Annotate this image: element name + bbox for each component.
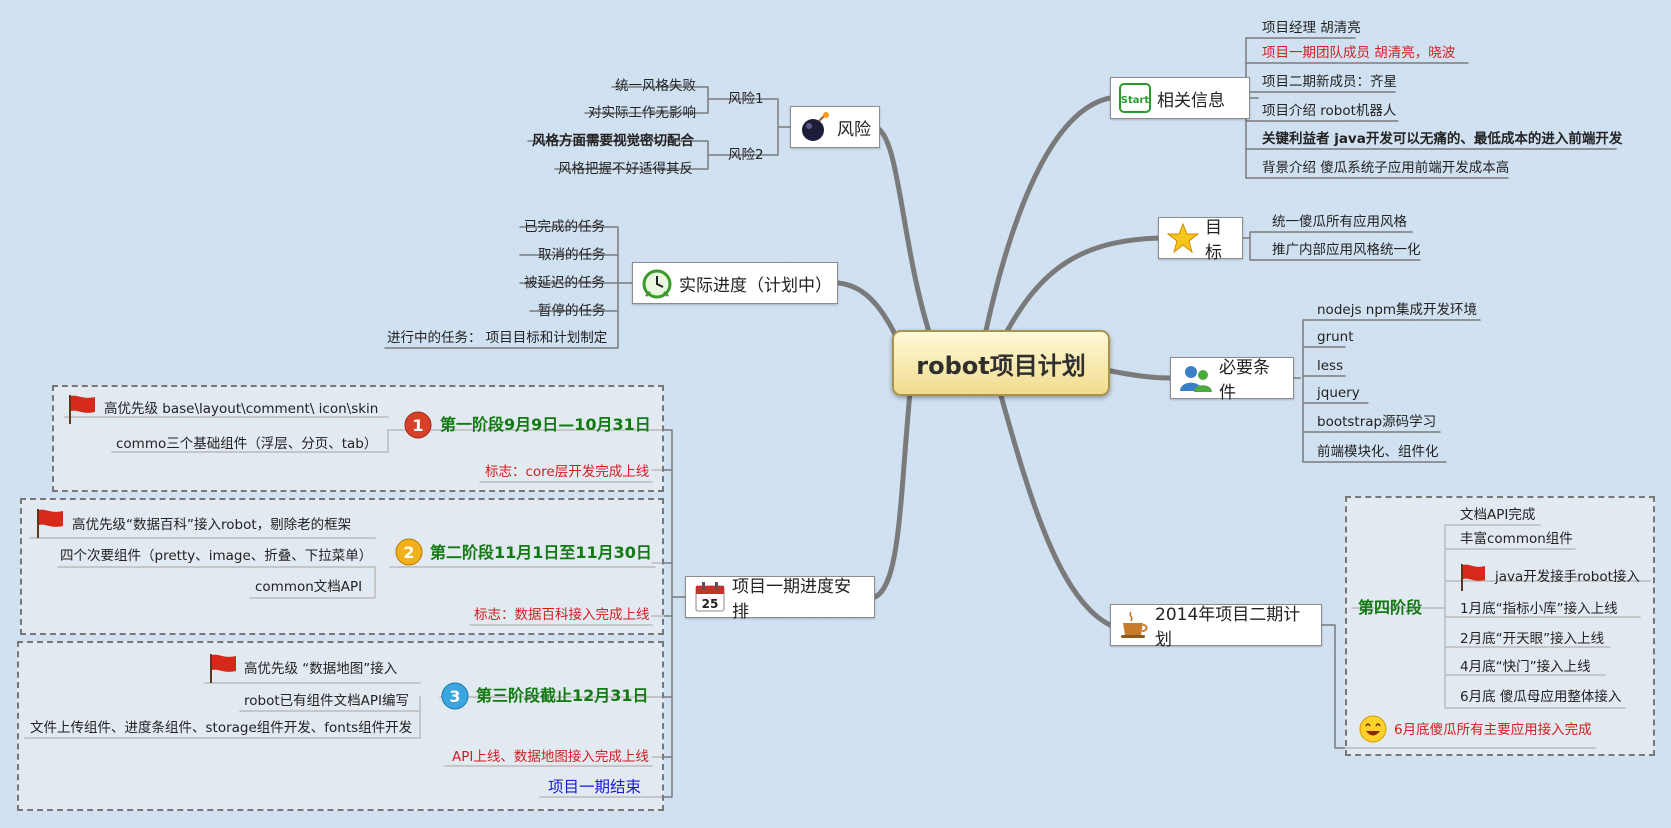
stage-end: 项目一期结束 <box>548 778 642 796</box>
topic-label: 相关信息 <box>1157 90 1225 111</box>
smiley-icon <box>1359 715 1387 743</box>
risk-item: 对实际工作无影响 <box>588 105 696 121</box>
stage2-item: common文档API <box>255 579 363 595</box>
prereq-item: nodejs npm集成开发环境 <box>1317 302 1478 318</box>
stage3-item: 高优先级 “数据地图”接入 <box>244 661 398 677</box>
topic-progress[interactable]: 实际进度（计划中） <box>632 262 838 304</box>
flag-icon <box>1461 564 1485 591</box>
stage2-item: 高优先级“数据百科”接入robot，剔除老的框架 <box>72 517 352 533</box>
stage1-mark: 标志：core层开发完成上线 <box>485 464 650 480</box>
risk-item: 风格方面需要视觉密切配合 <box>532 133 694 149</box>
plan2014-item: 丰富common组件 <box>1460 531 1573 547</box>
progress-item: 暂停的任务 <box>538 303 606 319</box>
svg-text:Start: Start <box>1121 95 1150 106</box>
stage2-title: 第二阶段11月1日至11月30日 <box>430 543 652 562</box>
topic-label: 实际进度（计划中） <box>679 275 832 296</box>
flag-icon <box>69 395 95 424</box>
topic-prerequisites[interactable]: 必要条件 <box>1170 357 1294 403</box>
stage4-title: 第四阶段 <box>1358 598 1423 617</box>
coffee-icon <box>1121 611 1148 638</box>
goal-item: 统一傻瓜所有应用风格 <box>1272 214 1407 230</box>
related-item: 项目介绍 robot机器人 <box>1262 103 1397 119</box>
flag-icon <box>37 509 63 538</box>
stage3-item: 文件上传组件、进度条组件、storage组件开发、fonts组件开发 <box>30 720 413 736</box>
topic-label: 必要条件 <box>1219 358 1270 403</box>
star-icon <box>1167 222 1199 254</box>
stage4-box <box>1345 496 1655 756</box>
related-item: 关键利益者 java开发可以无痛的、最低成本的进入前端开发 <box>1262 131 1623 147</box>
related-item: 背景介绍 傻瓜系统子应用前端开发成本高 <box>1262 160 1510 176</box>
plan2014-item: 文档API完成 <box>1460 507 1536 523</box>
stage3-title: 第三阶段截止12月31日 <box>476 686 649 705</box>
prereq-item: jquery <box>1317 385 1360 401</box>
bomb-icon <box>802 112 829 141</box>
stage2-item: 四个次要组件（pretty、image、折叠、下拉菜单） <box>60 548 373 564</box>
priority-1-icon: 1 <box>404 411 432 439</box>
related-item: 项目一期团队成员 胡清亮，晓波 <box>1262 45 1456 61</box>
prereq-item: 前端模块化、组件化 <box>1317 444 1439 460</box>
related-item: 项目二期新成员：齐星 <box>1262 74 1397 90</box>
topic-plan-2014[interactable]: 2014年项目二期计划 <box>1110 604 1322 650</box>
stage1-item: 高优先级 base\layout\comment\ icon\skin <box>104 401 379 417</box>
goal-item: 推广内部应用风格统一化 <box>1272 242 1421 258</box>
stage1-box <box>52 385 664 492</box>
priority-3-icon: 3 <box>441 682 469 710</box>
prereq-item: bootstrap源码学习 <box>1317 414 1437 430</box>
clock-icon <box>642 269 672 299</box>
stage3-item: robot已有组件文档API编写 <box>244 693 409 709</box>
users-icon <box>1180 366 1212 392</box>
stage1-title: 第一阶段9月9日—10月31日 <box>440 415 651 434</box>
stage3-mark: API上线、数据地图接入完成上线 <box>452 749 649 765</box>
progress-item: 被延迟的任务 <box>524 275 605 291</box>
topic-label: 项目一期进度安排 <box>732 577 851 622</box>
risk-item: 统一风格失败 <box>615 78 696 94</box>
plan2014-item: 2月底“开天眼”接入上线 <box>1460 631 1605 647</box>
progress-item: 取消的任务 <box>538 247 606 263</box>
risk2-label: 风险2 <box>728 147 764 163</box>
stage2-mark: 标志：数据百科接入完成上线 <box>474 607 650 623</box>
plan2014-item: 1月底“指标小库”接入上线 <box>1460 601 1618 617</box>
svg-text:2: 2 <box>403 543 414 562</box>
progress-item: 已完成的任务 <box>524 219 605 235</box>
topic-risk[interactable]: 风险 <box>790 106 880 148</box>
risk-item: 风格把握不好适得其反 <box>558 161 693 177</box>
topic-related-info[interactable]: Start 相关信息 <box>1110 77 1250 119</box>
svg-text:25: 25 <box>702 597 719 611</box>
plan2014-item: java开发接手robot接入 <box>1495 569 1640 585</box>
risk1-label: 风险1 <box>728 91 764 107</box>
svg-text:3: 3 <box>449 687 460 706</box>
topic-label: 风险 <box>837 119 871 140</box>
topic-goal[interactable]: 目标 <box>1158 217 1243 263</box>
flag-icon <box>210 654 236 683</box>
priority-2-icon: 2 <box>395 538 423 566</box>
topic-schedule[interactable]: 25 项目一期进度安排 <box>685 576 875 622</box>
plan2014-final: 6月底傻瓜所有主要应用接入完成 <box>1394 722 1592 738</box>
stage3-box <box>17 641 664 811</box>
progress-item: 进行中的任务： 项目目标和计划制定 <box>387 330 608 346</box>
svg-text:1: 1 <box>412 416 423 435</box>
topic-label: 目标 <box>1205 218 1222 263</box>
stage1-item: commo三个基础组件（浮层、分页、tab） <box>116 436 378 452</box>
plan2014-item: 4月底“快门”接入上线 <box>1460 659 1591 675</box>
plan2014-item: 6月底 傻瓜母应用整体接入 <box>1460 689 1622 705</box>
calendar-icon: 25 <box>695 582 725 612</box>
prereq-item: grunt <box>1317 329 1354 345</box>
start-icon: Start <box>1119 83 1151 113</box>
central-topic[interactable]: robot项目计划 <box>892 330 1110 396</box>
prereq-item: less <box>1317 358 1344 374</box>
topic-label: 2014年项目二期计划 <box>1155 605 1301 650</box>
related-item: 项目经理 胡清亮 <box>1262 20 1361 36</box>
stage2-box <box>20 498 664 635</box>
